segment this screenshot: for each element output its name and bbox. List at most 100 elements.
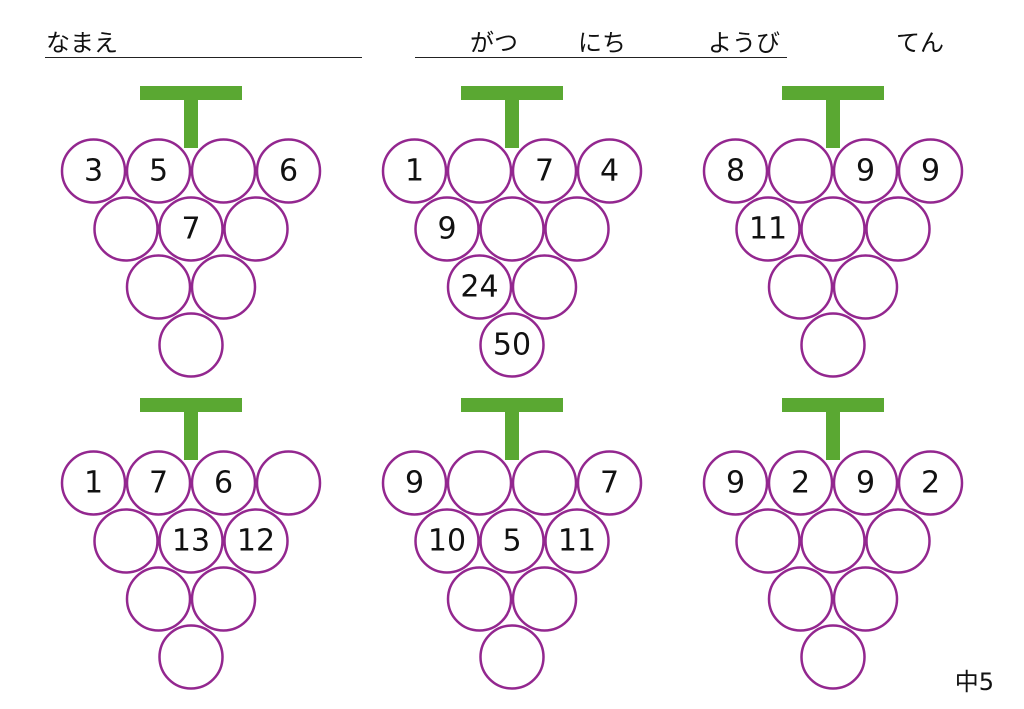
grape-number: 7 bbox=[181, 212, 200, 247]
weekday-label: ようび bbox=[708, 29, 780, 57]
grape-cluster-4: 1 7 613 12 bbox=[60, 398, 322, 690]
grape-cell bbox=[479, 312, 545, 378]
grape-cell[interactable] bbox=[800, 508, 866, 574]
date-underline[interactable] bbox=[415, 57, 787, 58]
grape-cell[interactable] bbox=[223, 196, 289, 262]
grape-cell[interactable] bbox=[479, 624, 545, 690]
grape-cell bbox=[479, 508, 545, 574]
name-underline[interactable] bbox=[45, 57, 362, 58]
grape-cell bbox=[897, 450, 964, 516]
stem-post bbox=[826, 398, 840, 460]
grape-number: 9 bbox=[856, 154, 875, 189]
grape-number: 11 bbox=[558, 524, 596, 559]
grape-cell bbox=[125, 138, 192, 204]
grape-number: 5 bbox=[502, 524, 521, 559]
grape-cell[interactable] bbox=[190, 138, 257, 204]
grape-cell[interactable] bbox=[158, 624, 224, 690]
grape-cell bbox=[735, 196, 801, 262]
grape-cell[interactable] bbox=[832, 254, 899, 320]
grape-number: 1 bbox=[405, 154, 424, 189]
page-code: 中5 bbox=[954, 668, 994, 696]
grape-cell bbox=[511, 138, 578, 204]
grape-cell[interactable] bbox=[190, 566, 257, 632]
grape-cell[interactable] bbox=[832, 566, 899, 632]
grape-number: 4 bbox=[600, 154, 619, 189]
grape-cell[interactable] bbox=[800, 196, 866, 262]
grape-number: 7 bbox=[600, 466, 619, 501]
grape-number: 9 bbox=[921, 154, 940, 189]
grape-cluster-5: 9 7 10 5 11 bbox=[381, 398, 643, 690]
grape-number: 5 bbox=[149, 154, 168, 189]
grape-cell bbox=[60, 450, 127, 516]
grape-cell[interactable] bbox=[511, 254, 578, 320]
grape-number: 10 bbox=[428, 524, 466, 559]
grape-number: 9 bbox=[405, 466, 424, 501]
grape-cell[interactable] bbox=[93, 508, 159, 574]
grape-number: 1 bbox=[84, 466, 103, 501]
grape-cell[interactable] bbox=[767, 254, 834, 320]
grape-cell bbox=[158, 508, 224, 574]
grape-number: 8 bbox=[726, 154, 745, 189]
grape-cell[interactable] bbox=[446, 450, 513, 516]
grape-number: 7 bbox=[535, 154, 554, 189]
stem-post bbox=[184, 86, 198, 148]
grape-cell bbox=[702, 138, 769, 204]
grape-cell bbox=[576, 450, 643, 516]
grape-cell[interactable] bbox=[544, 196, 610, 262]
grape-number: 50 bbox=[493, 328, 531, 363]
day-label: にち bbox=[578, 29, 626, 57]
grape-cell bbox=[381, 138, 448, 204]
grape-cell bbox=[158, 196, 224, 262]
grape-cell bbox=[414, 508, 480, 574]
grape-number: 11 bbox=[749, 212, 787, 247]
grape-cell[interactable] bbox=[446, 566, 513, 632]
grape-cell bbox=[414, 196, 480, 262]
grape-cell[interactable] bbox=[125, 566, 192, 632]
grape-cell[interactable] bbox=[479, 196, 545, 262]
grape-cell[interactable] bbox=[865, 196, 931, 262]
grape-cell bbox=[576, 138, 643, 204]
month-label: がつ bbox=[470, 29, 518, 57]
grape-cell bbox=[767, 450, 834, 516]
grape-cell[interactable] bbox=[735, 508, 801, 574]
grape-cell[interactable] bbox=[158, 312, 224, 378]
name-label: なまえ bbox=[46, 29, 118, 57]
grape-number: 12 bbox=[237, 524, 275, 559]
grape-cell[interactable] bbox=[190, 254, 257, 320]
grape-cell[interactable] bbox=[865, 508, 931, 574]
grape-cell[interactable] bbox=[255, 450, 322, 516]
grape-cell bbox=[897, 138, 964, 204]
grape-cell[interactable] bbox=[511, 566, 578, 632]
grape-number: 24 bbox=[460, 270, 498, 305]
grape-cell[interactable] bbox=[511, 450, 578, 516]
grape-cell[interactable] bbox=[93, 196, 159, 262]
grape-number: 9 bbox=[726, 466, 745, 501]
grape-number: 13 bbox=[172, 524, 210, 559]
grape-number: 6 bbox=[214, 466, 233, 501]
grape-cell[interactable] bbox=[800, 312, 866, 378]
grape-number: 6 bbox=[279, 154, 298, 189]
grape-cell[interactable] bbox=[446, 138, 513, 204]
grape-cluster-3: 8 9 9 11 bbox=[702, 86, 964, 378]
score-label: てん bbox=[896, 29, 944, 57]
grape-cell[interactable] bbox=[767, 566, 834, 632]
grape-number: 2 bbox=[921, 466, 940, 501]
grape-number: 9 bbox=[437, 212, 456, 247]
grape-cell[interactable] bbox=[800, 624, 866, 690]
grape-cell bbox=[60, 138, 127, 204]
stem-post bbox=[505, 86, 519, 148]
grape-cluster-6: 9 2 9 2 bbox=[702, 398, 964, 690]
grape-cell bbox=[381, 450, 448, 516]
stem-post bbox=[826, 86, 840, 148]
grape-cell bbox=[125, 450, 192, 516]
grape-cluster-2: 1 7 4 924 50 bbox=[381, 86, 643, 378]
grape-cell[interactable] bbox=[125, 254, 192, 320]
grape-number: 2 bbox=[791, 466, 810, 501]
grape-cell[interactable] bbox=[767, 138, 834, 204]
grape-cell bbox=[255, 138, 322, 204]
grape-number: 9 bbox=[856, 466, 875, 501]
grape-cell bbox=[832, 450, 899, 516]
grape-number: 7 bbox=[149, 466, 168, 501]
